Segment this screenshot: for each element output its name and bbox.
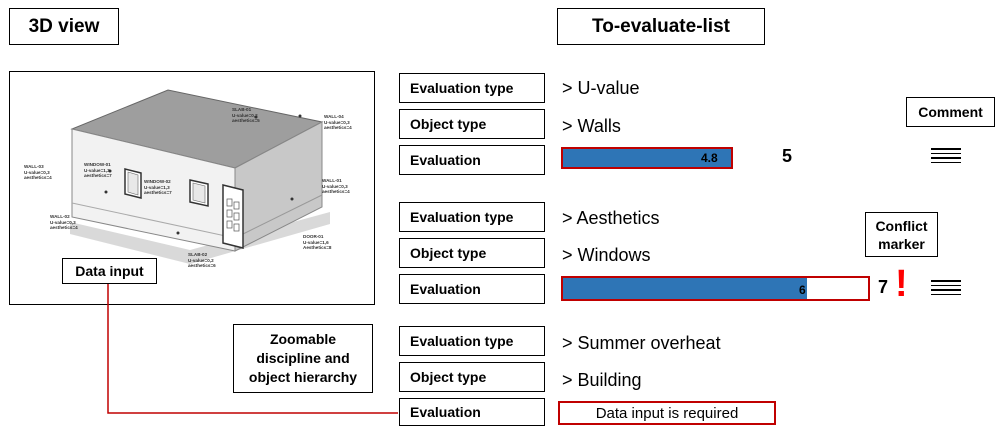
building-model[interactable] <box>10 72 373 303</box>
to-evaluate-list-title: To-evaluate-list <box>557 8 765 45</box>
object-type-label: Object type <box>399 362 545 392</box>
evaluation-highlight <box>561 147 733 169</box>
object-type-value[interactable]: > Windows <box>562 245 651 265</box>
evaluation-type-value[interactable]: > Aesthetics <box>562 208 660 228</box>
data-input-label[interactable]: Data input <box>62 258 157 284</box>
evaluation-bar[interactable]: 4.8 <box>561 147 776 169</box>
evaluation-bar-fill <box>561 147 733 169</box>
evaluation-label: Evaluation <box>399 398 545 426</box>
evaluation-type-label: Evaluation type <box>399 73 545 103</box>
object-type-label: Object type <box>399 109 545 139</box>
evaluation-bar[interactable]: 6 <box>561 276 870 301</box>
object-type-label: Object type <box>399 238 545 268</box>
door-01 <box>222 184 244 249</box>
comment-menu-icon[interactable] <box>931 280 961 298</box>
evaluation-type-value[interactable]: > U-value <box>562 78 640 98</box>
evaluation-score: 5 <box>782 146 793 166</box>
evaluation-type-value[interactable]: > Summer overheat <box>562 333 721 353</box>
hierarchy-label[interactable]: Zoomable discipline and object hierarchy <box>233 324 373 393</box>
object-type-value[interactable]: > Walls <box>562 116 621 136</box>
evaluation-bar-value: 6 <box>799 283 806 297</box>
object-type-value[interactable]: > Building <box>562 370 642 390</box>
evaluation-bar-value: 4.8 <box>701 151 718 165</box>
evaluation-type-label: Evaluation type <box>399 202 545 232</box>
conflict-marker-label: Conflict marker <box>865 212 938 257</box>
evaluation-bar-fill <box>563 278 807 299</box>
comment-label: Comment <box>906 97 995 127</box>
conflict-marker-icon[interactable]: ! <box>895 263 908 305</box>
evaluation-label: Evaluation <box>399 274 545 304</box>
evaluation-score: 7 <box>878 277 889 297</box>
evaluation-label: Evaluation <box>399 145 545 175</box>
3d-view-title: 3D view <box>9 8 119 45</box>
comment-menu-icon[interactable] <box>931 148 961 166</box>
data-input-required-box[interactable]: Data input is required <box>558 401 776 425</box>
evaluation-type-label: Evaluation type <box>399 326 545 356</box>
